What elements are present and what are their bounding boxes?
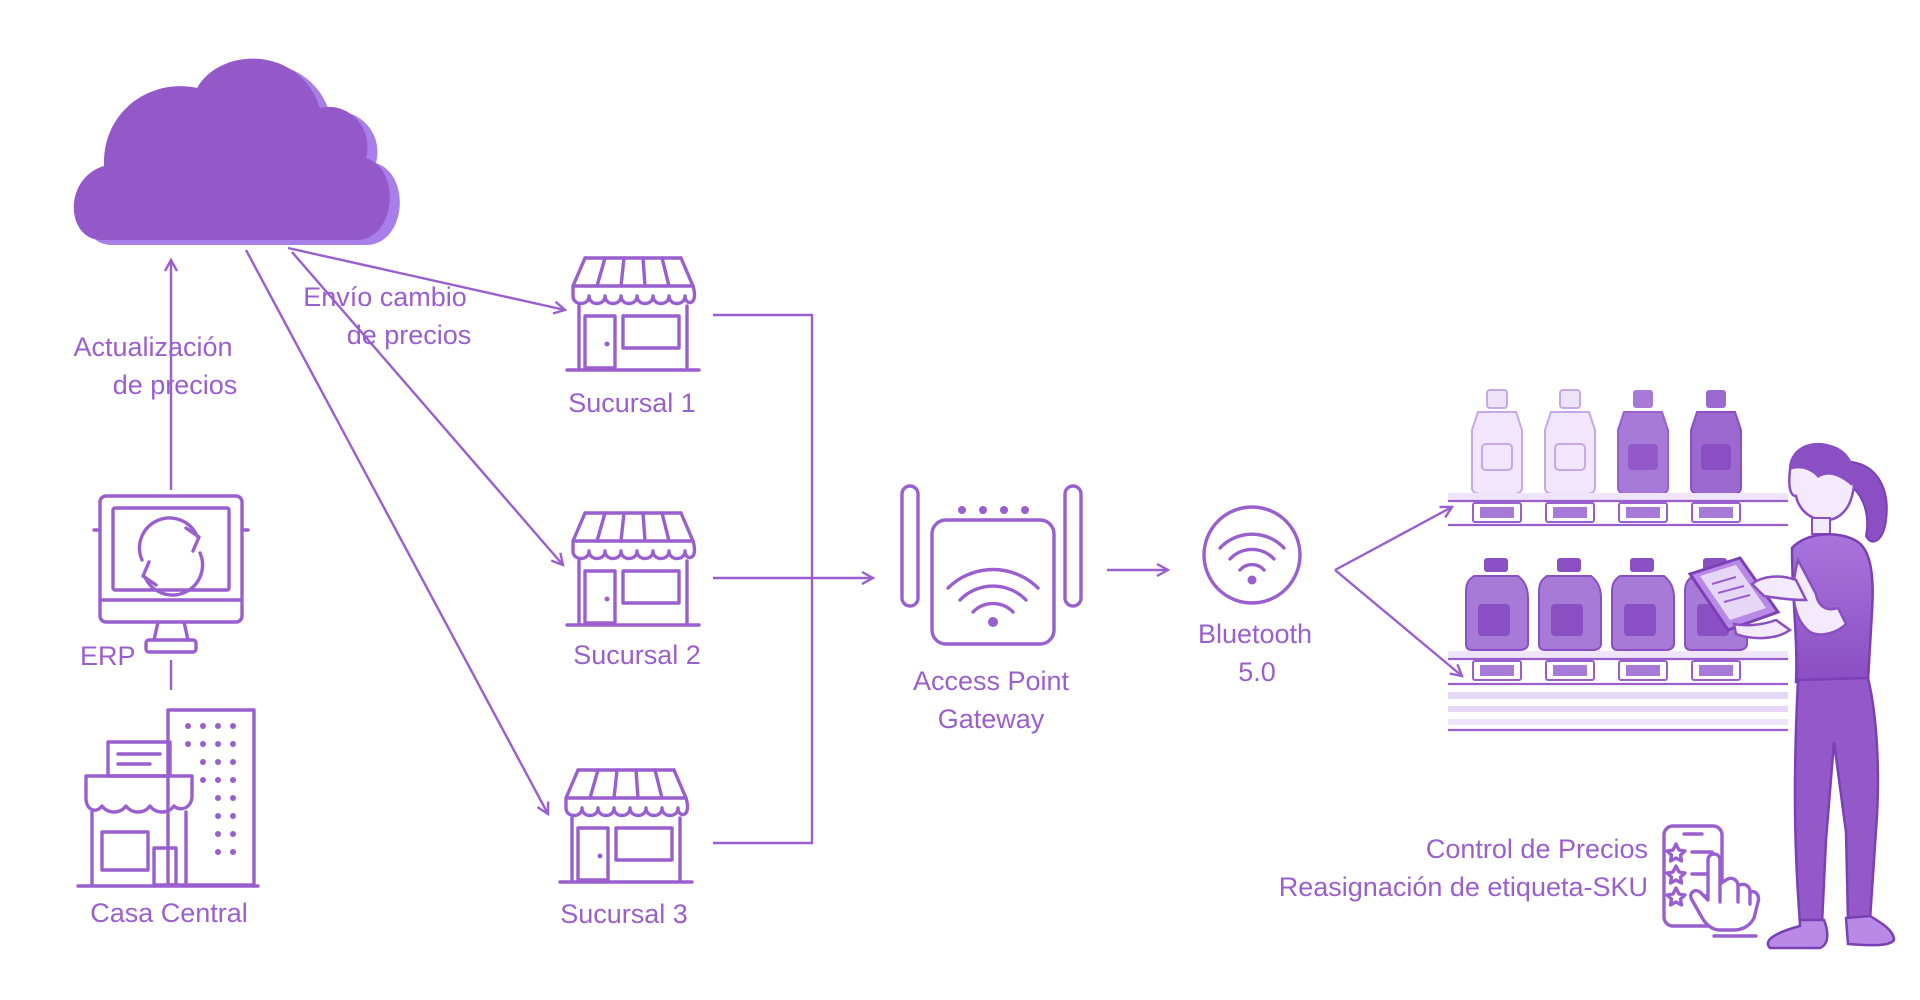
jug-icon	[1611, 558, 1675, 651]
phone-checklist-icon	[1662, 824, 1761, 938]
branch-3-label: Sucursal 3	[560, 899, 688, 929]
storefront-icon	[565, 511, 701, 627]
price-tag	[1472, 502, 1522, 523]
gateway-label-line-1: Access Point	[913, 666, 1070, 696]
jug-icon	[1538, 558, 1602, 651]
bluetooth-label-line-1: Bluetooth	[1198, 619, 1312, 649]
store-shelf-icon	[1448, 389, 1788, 732]
bottle-icon	[1617, 390, 1669, 495]
gateway-label-line-2: Gateway	[938, 704, 1045, 734]
price-tag	[1472, 660, 1522, 681]
bottle-icon	[1690, 390, 1742, 495]
price-tag	[1691, 660, 1741, 681]
branch-1-label: Sucursal 1	[568, 388, 696, 418]
person-with-tablet-icon	[1687, 442, 1896, 950]
branch-flow-label-line-1: Envío cambio	[303, 282, 467, 312]
bluetooth-label-line-2: 5.0	[1238, 657, 1276, 687]
cloud-icon	[73, 58, 400, 245]
price-tag	[1691, 502, 1741, 523]
branch-2-label: Sucursal 2	[573, 640, 701, 670]
storefront-icon	[558, 768, 694, 884]
app-label-line-2: Reasignación de etiqueta-SKU	[1279, 872, 1648, 902]
jug-icon	[1465, 558, 1529, 651]
wireless-signal-icon	[1202, 505, 1302, 605]
storefront-icon	[565, 256, 701, 372]
price-tag	[1618, 660, 1668, 681]
hq-label: Casa Central	[90, 898, 248, 928]
price-tag	[1545, 660, 1595, 681]
erp-label: ERP	[80, 641, 136, 671]
connectors	[171, 246, 1462, 845]
office-building-icon	[76, 708, 260, 888]
monitor-sync-icon	[92, 494, 250, 654]
price-tag	[1618, 502, 1668, 523]
branch-flow-label-line-2: de precios	[347, 320, 472, 350]
price-tag	[1545, 502, 1595, 523]
wifi-router-icon	[900, 484, 1083, 646]
app-label-line-1: Control de Precios	[1426, 834, 1648, 864]
bottle-icon	[1471, 389, 1523, 495]
erp-cloud-label-line-2: de precios	[113, 370, 238, 400]
bottle-icon	[1544, 389, 1596, 495]
erp-cloud-label-line-1: Actualización	[73, 332, 232, 362]
